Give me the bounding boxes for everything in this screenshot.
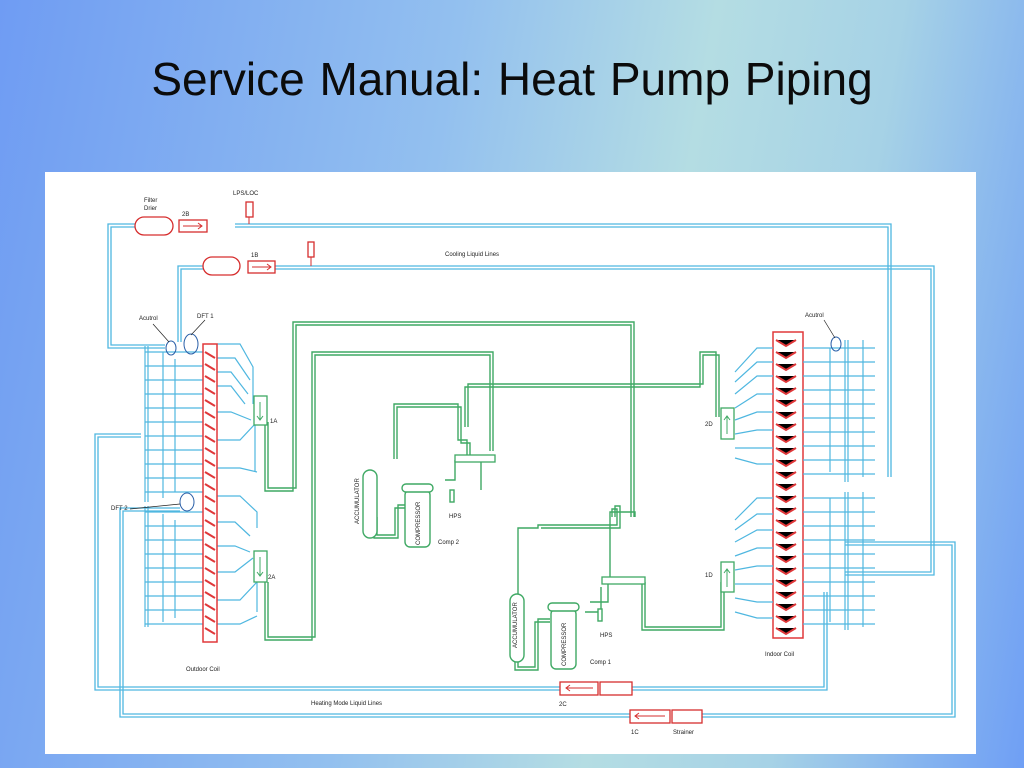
filter-drier-label-1: Filter bbox=[144, 198, 157, 204]
acutrol-right-sensor bbox=[830, 336, 842, 352]
strainer-label: Strainer bbox=[673, 730, 694, 736]
filter-drier-1b bbox=[202, 256, 241, 276]
accumulator-2-label: ACCUMULATOR bbox=[355, 478, 361, 524]
dft1-label: DFT 1 bbox=[197, 314, 214, 320]
cooling-liquid-lines-label: Cooling Liquid Lines bbox=[445, 252, 499, 258]
tag-2b-label: 2B bbox=[182, 212, 189, 218]
tag-2a-label: 2A bbox=[268, 575, 275, 581]
acutrol-left-sensor bbox=[165, 340, 177, 356]
tag-1c-label: 1C bbox=[631, 730, 639, 736]
page-title: Service Manual: Heat Pump Piping bbox=[151, 53, 873, 105]
comp1-group bbox=[509, 593, 603, 670]
filter-drier-top bbox=[134, 216, 174, 236]
dft2-sensor bbox=[179, 492, 195, 512]
tag-2c-label: 2C bbox=[559, 702, 567, 708]
strainer-box bbox=[671, 709, 703, 724]
lps-loc-switch bbox=[245, 201, 254, 218]
tag-1a-label: 1A bbox=[270, 419, 277, 425]
outdoor-coil bbox=[202, 343, 218, 643]
pressure-switch bbox=[307, 241, 315, 258]
liquid-lines bbox=[94, 223, 956, 718]
compressor-1-label: COMPRESSOR bbox=[562, 622, 568, 666]
hps-1-label: HPS bbox=[600, 633, 612, 639]
filter-drier-label-2: Drier bbox=[144, 206, 157, 212]
outdoor-coil-label: Outdoor Coil bbox=[186, 667, 220, 673]
reversing-valves bbox=[454, 454, 646, 585]
dft2-label: DFT 2 bbox=[111, 506, 128, 512]
refrigerant-lines bbox=[264, 321, 725, 671]
tag-1b-label: 1B bbox=[251, 253, 258, 259]
indoor-coil-label: Indoor Coil bbox=[765, 652, 794, 658]
heating-mode-liquid-lines-label: Heating Mode Liquid Lines bbox=[311, 701, 382, 707]
expansion-valves bbox=[253, 395, 735, 593]
accumulator-1-label: ACCUMULATOR bbox=[513, 602, 519, 648]
tag-1d-label: 1D bbox=[705, 573, 713, 579]
piping-diagram-panel: Filter Drier 2B LPS/LOC 1B Cooling Liqui… bbox=[45, 172, 976, 754]
indoor-coil-distributor bbox=[734, 340, 875, 630]
receiver-2c bbox=[599, 681, 633, 696]
piping-diagram: Filter Drier 2B LPS/LOC 1B Cooling Liqui… bbox=[94, 191, 956, 736]
acutrol-left-label: Acutrol bbox=[139, 316, 158, 322]
comp2-group bbox=[362, 469, 455, 548]
lps-loc-label: LPS/LOC bbox=[233, 191, 259, 197]
comp2-label: Comp 2 bbox=[438, 540, 460, 546]
outdoor-coil-distributor bbox=[144, 343, 258, 627]
accumulator-1-shape bbox=[509, 593, 525, 663]
check-valve-arrows bbox=[183, 217, 665, 720]
comp1-label: Comp 1 bbox=[590, 660, 612, 666]
accumulator-2-shape bbox=[362, 469, 378, 539]
sensors bbox=[165, 333, 842, 512]
liquid-line-components bbox=[134, 201, 703, 724]
leader-lines bbox=[129, 319, 836, 510]
tag-2d-label: 2D bbox=[705, 422, 713, 428]
valve-arrows bbox=[256, 402, 731, 587]
acutrol-right-label: Acutrol bbox=[805, 313, 824, 319]
dft1-sensor bbox=[183, 333, 199, 355]
hps-2-label: HPS bbox=[449, 514, 461, 520]
indoor-coil bbox=[772, 331, 804, 639]
compressor-2-label: COMPRESSOR bbox=[416, 501, 422, 545]
